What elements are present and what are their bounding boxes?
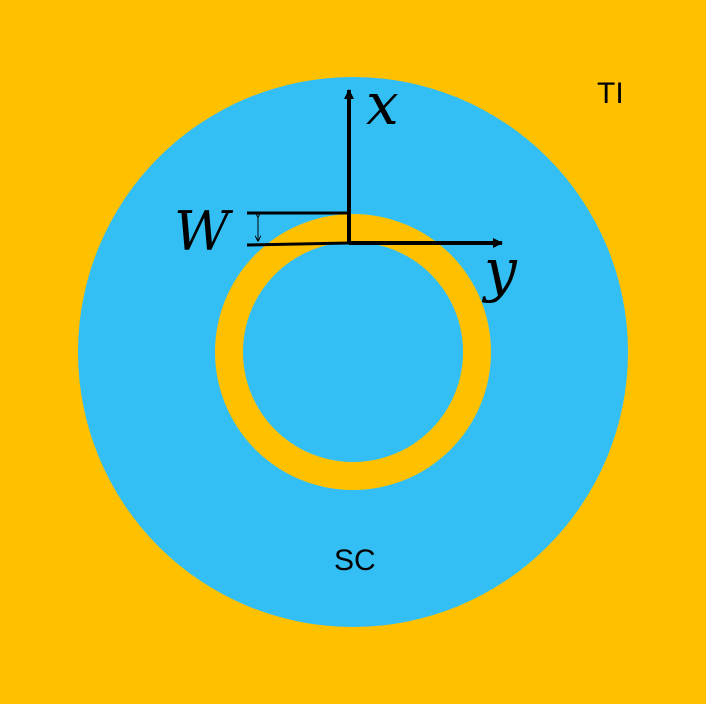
width-label: W (174, 200, 234, 263)
x-axis-label: x (366, 70, 399, 138)
sc-label: SC (334, 544, 376, 577)
y-axis-label: y (481, 236, 518, 304)
sc-core (243, 242, 463, 462)
ti-label: TI (597, 77, 624, 110)
width-bottom-line (246, 241, 350, 247)
